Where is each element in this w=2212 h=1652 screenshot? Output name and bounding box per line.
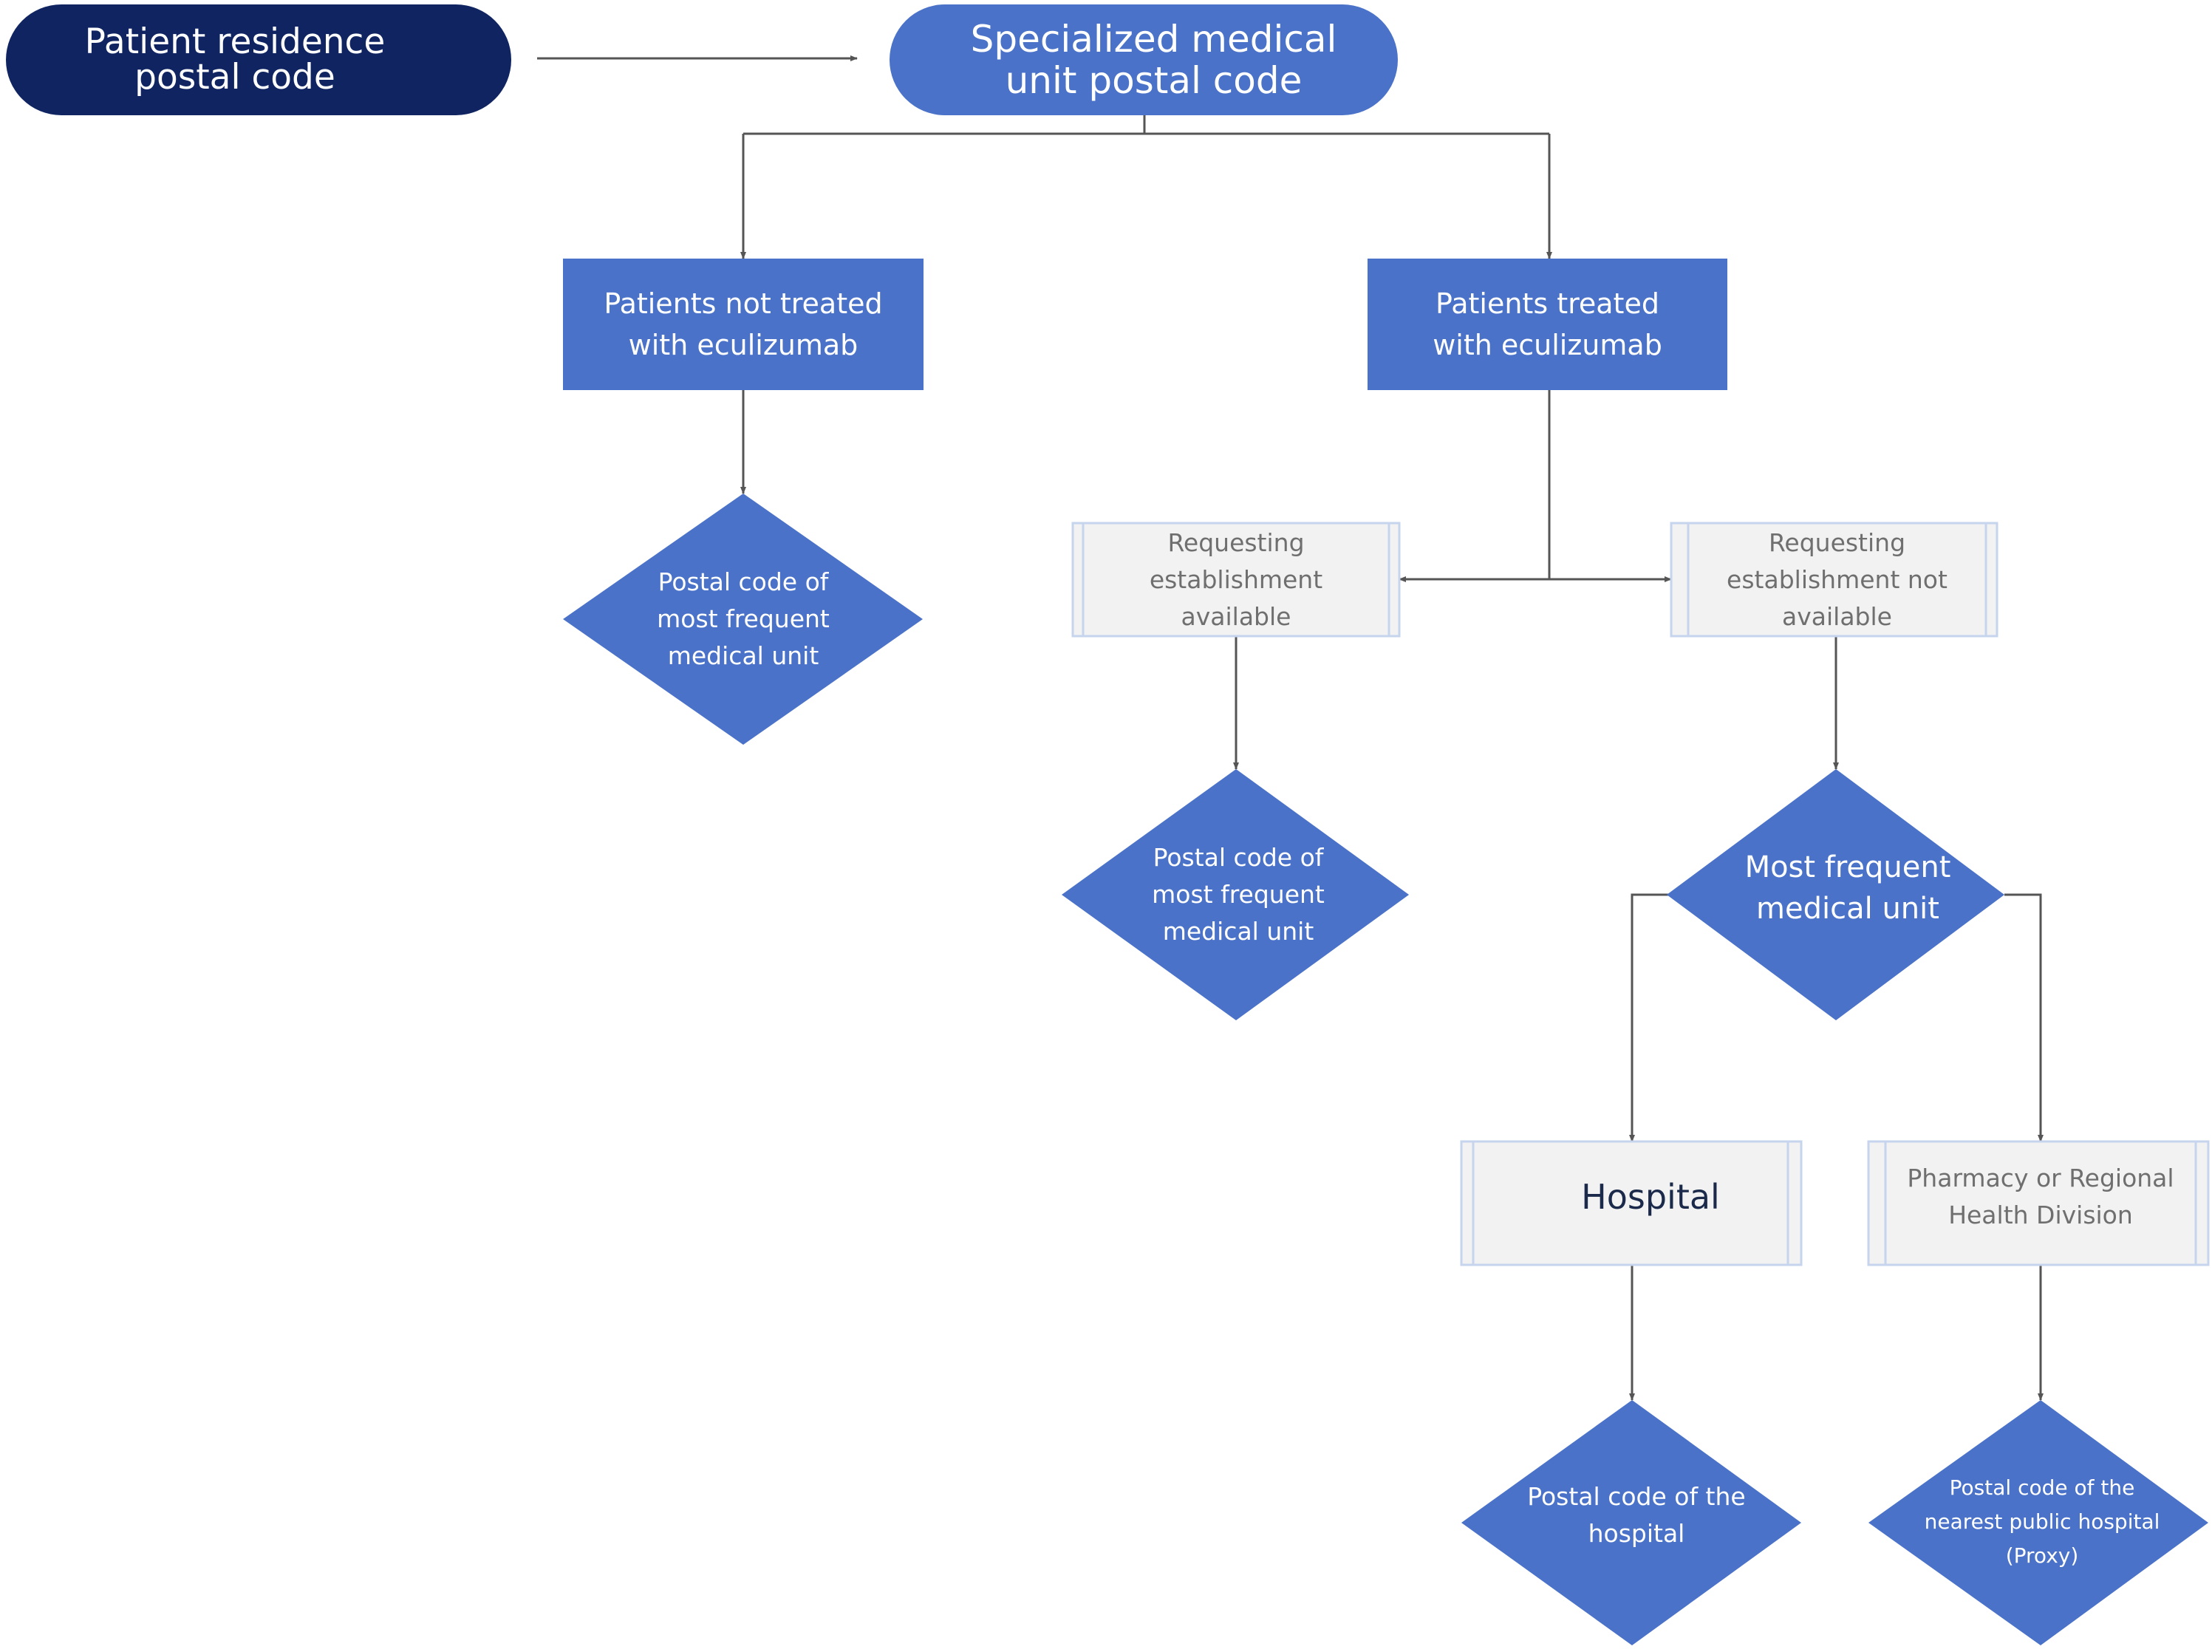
pharmacy-label: Pharmacy or Regional Health Division [1907,1164,2174,1229]
not-treated-label: Patients not treated with eculizumab [604,287,883,361]
req-available-node [1071,522,1401,638]
postal-hospital-label: Postal code of the hospital [1527,1482,1746,1548]
req-available-label: Requesting establishment available [1149,528,1323,631]
req-not-available-node [1670,522,1998,638]
postal-proxy-label: Postal code of the nearest public hospit… [1924,1475,2160,1568]
connectors [537,55,2044,1401]
connector-to-hospital [1629,893,1671,1142]
connector-to-pharmacy [2004,893,2044,1142]
hospital-label: Hospital [1581,1177,1720,1217]
specialized-unit-node [890,4,1398,115]
most-frequent-unit-node [1667,769,2004,1020]
specialized-unit-label: Specialized medical unit postal code [970,18,1337,102]
not-treated-node [563,259,924,390]
patient-residence-label: Patient residence postal code [84,21,386,98]
postal-frequent-left-node [563,494,923,745]
postal-frequent-mid-node [1062,769,1409,1020]
most-frequent-unit-label: Most frequent medical unit [1744,850,1951,926]
hospital-node [1460,1140,1803,1266]
postal-hospital-node [1461,1400,1801,1645]
postal-frequent-left-label: Postal code of most frequent medical uni… [657,567,830,670]
treated-label: Patients treated with eculizumab [1433,287,1662,361]
patient-residence-node [6,4,511,115]
postal-proxy-node [1868,1400,2208,1645]
treated-node [1368,259,1727,390]
req-not-available-label: Requesting establishment not available [1727,528,1948,631]
postal-frequent-mid-label: Postal code of most frequent medical uni… [1152,843,1325,946]
pharmacy-node [1867,1140,2210,1266]
